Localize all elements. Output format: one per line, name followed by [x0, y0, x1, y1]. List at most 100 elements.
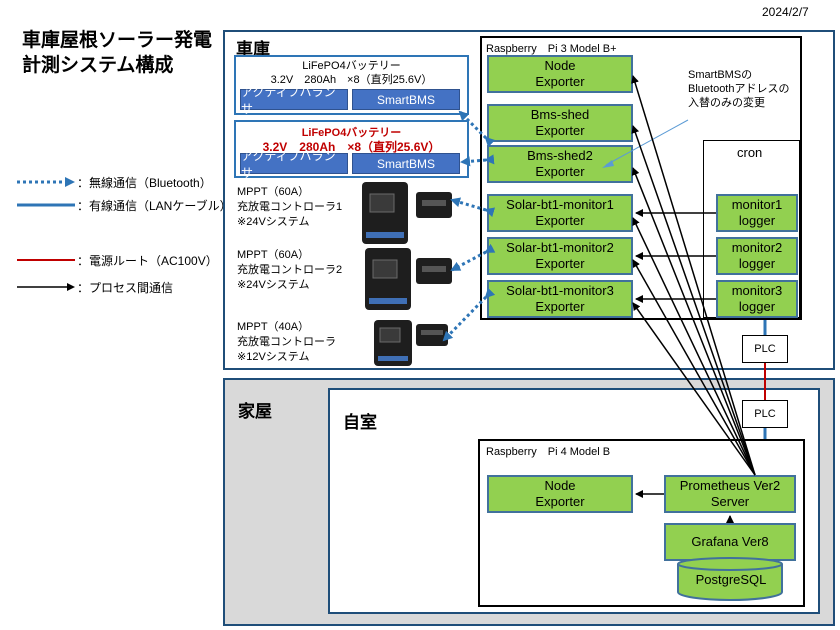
- arrow-prom-bms-shed: [631, 125, 756, 476]
- bt-module2-icon: [416, 258, 452, 284]
- pi4-node-line2: Exporter: [535, 494, 585, 509]
- battery2-smartbms: SmartBMS: [352, 153, 460, 174]
- battery1-line1: LiFePO4バッテリー: [302, 60, 401, 72]
- note-line1: SmartBMSの: [688, 69, 753, 81]
- legend-symbols: [17, 177, 75, 291]
- mppt3-line3: ※12Vシステム: [237, 351, 310, 363]
- prometheus-line1: Prometheus Ver2: [679, 478, 781, 493]
- arrow-prom-solar3: [632, 302, 756, 476]
- arrow-prom-solar2: [632, 259, 756, 476]
- battery1-balancer: アクティブバランサ: [240, 85, 348, 116]
- prometheus-line2: Server: [710, 494, 750, 509]
- note-pointer: [605, 119, 689, 166]
- room-label: 自室: [343, 413, 377, 432]
- solar1-line2: Exporter: [535, 213, 585, 228]
- pi4-node-line1: Node: [544, 478, 576, 493]
- mppt2-controller-icon: [365, 248, 411, 310]
- battery2-line2: 3.2V 280Ah ×8（直列25.6V）: [262, 140, 441, 154]
- bt-module3-icon: [416, 324, 448, 346]
- mppt3-controller-icon: [374, 320, 412, 366]
- page-title: 車庫屋根ソーラー発電 計測システム構成: [22, 28, 212, 78]
- pi3-node-line2: Exporter: [535, 74, 585, 89]
- note-pointer-head: [602, 160, 614, 168]
- legend: ：無線通信（Bluetooth） ：有線通信（LANケーブル） ：電源ルート（A…: [15, 172, 232, 297]
- mppt3-line2: 充放電コントローラ: [237, 336, 336, 348]
- solar2-line1: Solar-bt1-monitor2: [506, 240, 614, 255]
- solar3-line2: Exporter: [535, 299, 585, 314]
- arrow-prom-bms-shed2: [631, 167, 756, 476]
- logger1-line1: monitor1: [731, 197, 783, 212]
- mppt2-line2: 充放電コントローラ2: [237, 264, 343, 276]
- pi4-title: Raspberry Pi 4 Model B: [486, 446, 611, 458]
- solar3-line1: Solar-bt1-monitor3: [506, 283, 614, 298]
- plc-garage: PLC: [742, 335, 788, 363]
- legend-lan-text: ：有線通信（LANケーブル）: [77, 199, 232, 213]
- mppt1-line1: MPPT（60A）: [237, 186, 310, 198]
- bt-module1-icon: [416, 192, 452, 218]
- garage-frame: [223, 30, 835, 370]
- house-label: 家屋: [238, 402, 272, 421]
- mppt1-text: MPPT（60A） 充放電コントローラ1 ※24Vシステム: [237, 185, 342, 230]
- mppt1-controller-icon: [362, 182, 408, 244]
- logger3-line2: logger: [738, 299, 776, 314]
- legend-process-text: ：プロセス間通信: [77, 281, 174, 295]
- note-line2: Bluetoothアドレスの: [688, 83, 790, 95]
- postgresql-cylinder: [677, 557, 783, 601]
- pi3-title: Raspberry Pi 3 Model B+: [486, 43, 617, 55]
- arrow-prom-solar1: [632, 217, 756, 476]
- logger2-line1: monitor2: [731, 240, 783, 255]
- plc-house: PLC: [742, 400, 788, 428]
- title-line1: 車庫屋根ソーラー発電: [22, 30, 213, 51]
- mppt2-line1: MPPT（60A）: [237, 249, 310, 261]
- note-line3: 入替のみの変更: [688, 97, 765, 109]
- smartbms-note: SmartBMSの Bluetoothアドレスの 入替のみの変更: [688, 68, 789, 110]
- pi4-frame: [478, 439, 805, 607]
- mppt-devices: [362, 182, 452, 366]
- grafana: Grafana Ver8: [664, 523, 796, 561]
- mppt2-line3: ※24Vシステム: [237, 279, 310, 291]
- mppt3-line1: MPPT（40A）: [237, 321, 310, 333]
- bms-shed-line1: Bms-shed: [530, 107, 590, 122]
- mppt1-line2: 充放電コントローラ1: [237, 201, 343, 213]
- battery1-line2: 3.2V 280Ah ×8（直列25.6V）: [270, 74, 433, 86]
- mppt3-text: MPPT（40A） 充放電コントローラ ※12Vシステム: [237, 320, 336, 365]
- arrow-prom-pi3-node: [631, 75, 756, 476]
- garage-label: 車庫: [236, 40, 270, 59]
- bt-bms1-to-bms-shed: [458, 110, 496, 148]
- logger2-line2: logger: [738, 256, 776, 271]
- postgresql-label: PostgreSQL: [695, 572, 767, 587]
- battery2-line1: LiFePO4バッテリー: [301, 127, 402, 139]
- bms-shed2-line1: Bms-shed2: [527, 148, 593, 163]
- mppt2-text: MPPT（60A） 充放電コントローラ2 ※24Vシステム: [237, 248, 342, 293]
- legend-bluetooth-arrowhead: [65, 177, 75, 187]
- pi3-node-line1: Node: [544, 58, 576, 73]
- logger3-line1: monitor3: [731, 283, 783, 298]
- bt-mppt1-to-solar1: [450, 197, 496, 218]
- pi3-frame: [480, 36, 802, 320]
- title-line2: 計測システム構成: [22, 55, 174, 76]
- legend-bluetooth-text: ：無線通信（Bluetooth）: [77, 176, 212, 190]
- bt-bms2-to-bms-shed2: [460, 154, 495, 167]
- solar1-line1: Solar-bt1-monitor1: [506, 197, 614, 212]
- bt-mppt2-to-solar2: [450, 243, 496, 272]
- date-label: 2024/2/7: [762, 5, 809, 19]
- bms-shed2-line2: Exporter: [535, 164, 585, 179]
- bms-shed-line2: Exporter: [535, 123, 585, 138]
- mppt1-line3: ※24Vシステム: [237, 216, 310, 228]
- logger1-line2: logger: [738, 213, 776, 228]
- cron-title: cron: [737, 145, 763, 160]
- battery1-smartbms: SmartBMS: [352, 89, 460, 110]
- legend-power-text: ：電源ルート（AC100V）: [77, 254, 218, 268]
- bt-mppt3-to-solar3: [442, 287, 496, 342]
- legend-process-arrowhead: [67, 283, 75, 291]
